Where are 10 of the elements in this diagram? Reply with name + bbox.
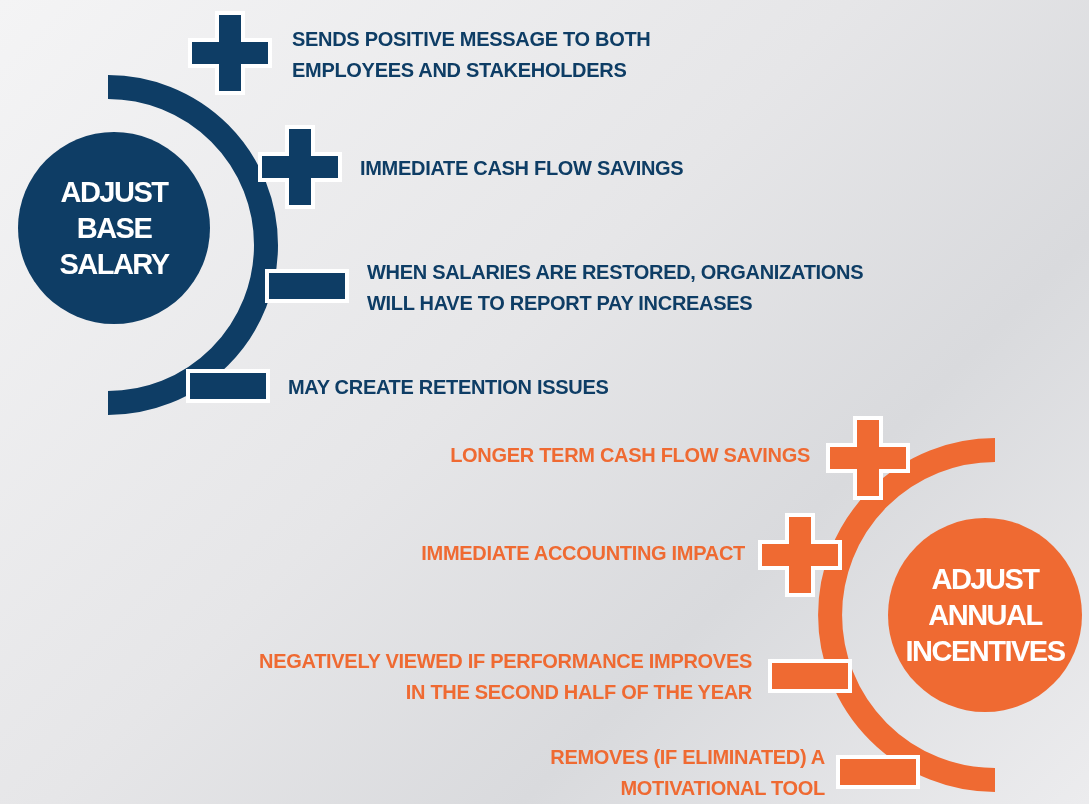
pro-con-text: IMMEDIATE CASH FLOW SAVINGS: [360, 156, 685, 181]
pro-con-text: MAY CREATE RETENTION ISSUES: [288, 375, 610, 400]
topic-title: ADJUST BASE SALARY: [58, 175, 171, 282]
pro-con-text: SENDS POSITIVE MESSAGE TO BOTH EMPLOYEES AND STAKEHOLDERS: [292, 27, 652, 83]
pro-con-text: NEGATIVELY VIEWED IF PERFORMANCE IMPROVES IN THE SECOND HALF OF THE YEAR: [258, 649, 752, 705]
topic-title: ADJUST ANNUAL INCENTIVES: [904, 562, 1066, 669]
pro-con-text: IMMEDIATE ACCOUNTING IMPACT: [420, 541, 745, 566]
pro-con-text: REMOVES (IF ELIMINATED) A MOTIVATIONAL TOOL: [549, 745, 825, 801]
pro-con-text: LONGER TERM CASH FLOW SAVINGS: [449, 443, 810, 468]
pro-con-text: WHEN SALARIES ARE RESTORED, ORGANIZATIONS WILL HAVE TO REPORT PAY INCREASES: [367, 260, 865, 316]
